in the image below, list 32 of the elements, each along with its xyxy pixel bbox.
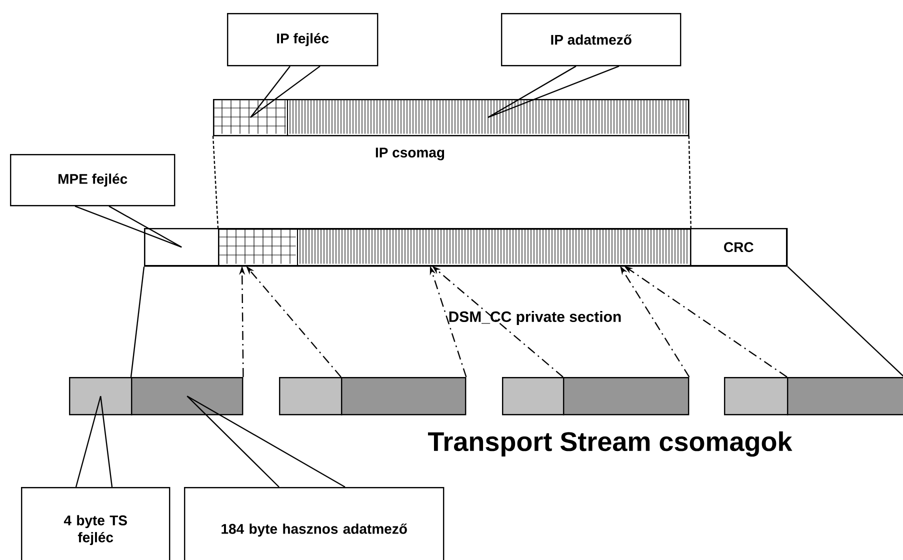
callout-box: 184 byte hasznos adatmező [184,486,444,560]
ts-payload-cell [341,377,466,416]
projection-line [688,136,692,228]
ts-header-cell [69,377,132,416]
caption: Transport Stream csomagok [428,431,792,457]
ts-header-cell [502,377,564,416]
payload-cell [287,99,689,136]
connector-line [130,266,145,378]
field-cell [144,228,220,266]
callout-box: IP fejléc [227,13,378,66]
node-label: IP csomag [376,148,444,160]
payload-cell [297,228,691,266]
packet-bar: IP csomag [213,99,690,160]
ts-payload-cell [787,377,903,416]
leader-line [186,396,346,488]
header-cell [213,99,288,136]
leader-line [487,66,620,118]
callout-box: MPE fejléc [10,154,176,206]
section-caption: DSM_CC private section [449,311,621,325]
leader-line [75,396,113,488]
connector-line [787,266,903,378]
header-cell [218,228,298,266]
ts-header-cell [724,377,788,416]
leader-line [74,206,182,248]
callout-box: IP adatmező [501,13,682,66]
field-cell: CRC [690,228,788,266]
callout-box: 4 byte TS fejléc [21,486,170,560]
ts-payload-cell [563,377,690,416]
ts-header-cell [279,377,342,416]
leader-line [250,66,321,118]
ts-payload-cell [131,377,244,416]
projection-line [212,136,219,228]
